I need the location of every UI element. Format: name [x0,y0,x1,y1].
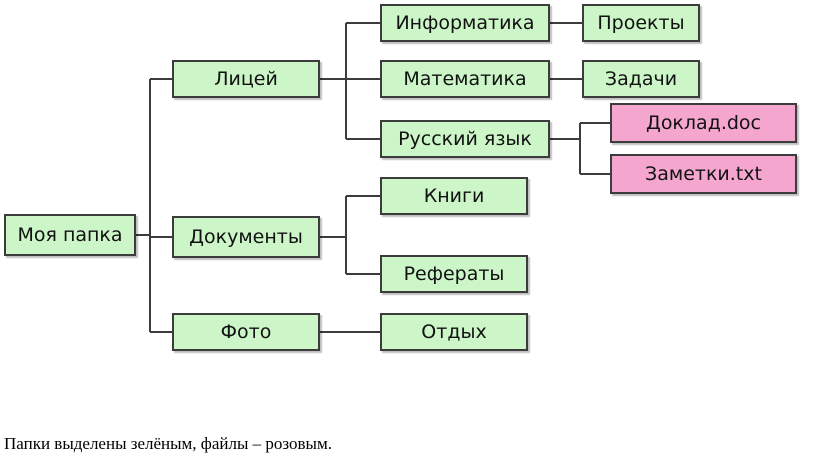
node-russian-folder: Русский язык [380,120,550,158]
node-tasks-folder: Задачи [582,60,700,98]
node-essays-folder: Рефераты [380,255,528,293]
node-math-folder: Математика [380,60,550,98]
caption-text: Папки выделены зелёным, файлы – розовым. [4,434,332,453]
node-informatics-folder: Информатика [380,4,550,42]
node-report-file: Доклад.doc [610,103,797,143]
node-books-folder: Книги [380,177,528,215]
connector-lines [136,22,610,333]
node-photo-folder: Фото [172,313,320,351]
node-notes-file: Заметки.txt [610,154,797,194]
node-documents-folder: Документы [172,216,320,258]
node-root-folder: Моя папка [4,214,136,256]
node-projects-folder: Проекты [582,4,700,42]
node-rest-folder: Отдых [380,313,528,351]
node-lyceum-folder: Лицей [172,60,320,98]
